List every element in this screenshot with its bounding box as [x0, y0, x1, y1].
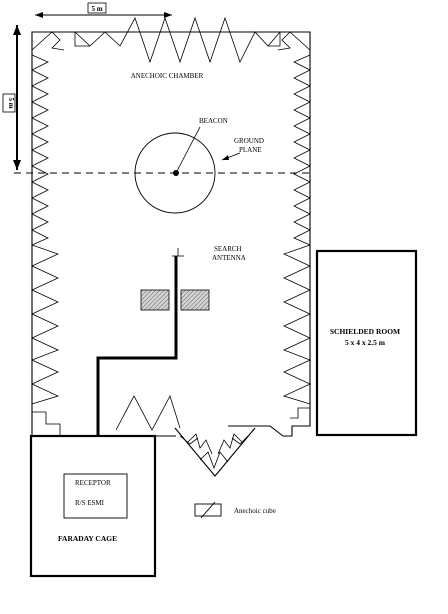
- receptor-label: RECEPTOR: [75, 479, 111, 487]
- shielded-room: [315, 249, 418, 437]
- anechoic-chamber: [30, 16, 312, 477]
- anechoic-cube-right: [180, 289, 210, 311]
- search-antenna: [172, 248, 184, 257]
- faraday-cage-label: FARADAY CAGE: [58, 534, 117, 543]
- ground-plane: [14, 126, 310, 214]
- receptor-box: [63, 473, 128, 519]
- search-antenna-label-line1: SEARCH: [214, 245, 242, 253]
- ground-plane-label-line2: PLANE: [239, 146, 262, 154]
- legend-label: Anechoic cube: [234, 507, 276, 515]
- width-dimension-label: 5 m: [91, 5, 102, 13]
- receptor-model-label: R/S ESMI: [75, 499, 105, 507]
- height-dimension-label: 5 m: [7, 97, 15, 108]
- anechoic-cube-left: [140, 289, 170, 311]
- search-antenna-label-line2: ANTENNA: [212, 254, 246, 262]
- chamber-label: ANECHOIC CHAMBER: [131, 72, 204, 80]
- shielded-room-label: SCHIELDED ROOM: [330, 327, 400, 336]
- shielded-room-size: 5 x 4 x 2.5 m: [345, 338, 386, 347]
- width-dimension: 5 m: [35, 2, 172, 18]
- height-dimension: 5 m: [2, 25, 21, 170]
- ground-plane-label-line1: GROUND: [234, 137, 264, 145]
- beacon-label: BEACON: [199, 117, 228, 125]
